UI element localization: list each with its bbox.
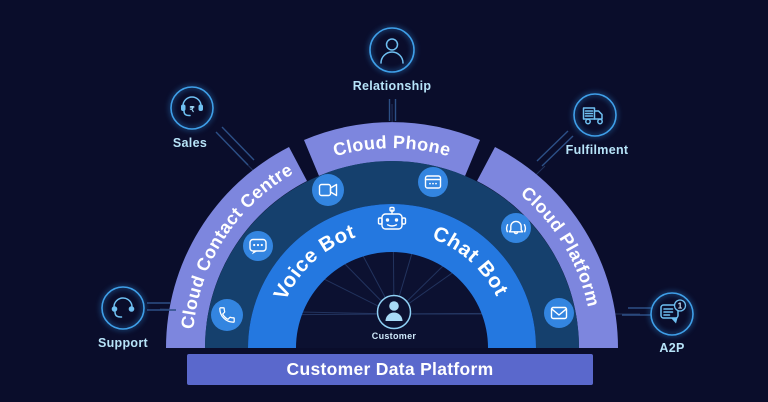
ringing-phone-icon <box>501 213 531 243</box>
support-label: Support <box>98 336 149 350</box>
notification-badge: 1 <box>678 302 683 311</box>
sales-connector <box>215 131 249 166</box>
customer-node: Customer <box>372 294 417 341</box>
satellite-a2p: 1 A2P <box>650 292 694 355</box>
browser-window-icon <box>418 167 448 197</box>
currency-symbol: ₹ <box>189 105 194 114</box>
satellite-sales: ₹ Sales <box>170 86 214 150</box>
video-camera-icon <box>312 174 344 206</box>
cloud-phone-segment <box>304 122 480 176</box>
satellite-relationship: Relationship <box>353 27 432 93</box>
relationship-label: Relationship <box>353 79 432 93</box>
fulfilment-connector <box>536 130 569 162</box>
bots-ring <box>248 204 536 348</box>
support-headset-icon <box>111 297 135 318</box>
robot-icon <box>377 206 407 230</box>
message-notification-icon: 1 <box>660 299 687 324</box>
channels-ring <box>205 161 579 348</box>
person-icon <box>385 301 403 321</box>
customer-data-platform-bar: Customer Data Platform <box>187 354 593 385</box>
delivery-truck-icon <box>582 107 603 125</box>
a2p-label: A2P <box>659 341 684 355</box>
email-icon <box>544 298 574 328</box>
phone-call-icon <box>211 299 243 331</box>
fulfilment-connector <box>541 135 574 167</box>
customer-data-platform-label: Customer Data Platform <box>287 359 494 379</box>
satellite-support: Support <box>98 286 149 350</box>
sales-connector <box>221 126 255 161</box>
chat-dots-icon <box>243 231 273 261</box>
person-icon <box>380 38 404 64</box>
customer-label: Customer <box>372 331 417 341</box>
satellite-fulfilment: Fulfilment <box>566 93 629 157</box>
fulfilment-label: Fulfilment <box>566 143 629 157</box>
cloud-contact-centre-segment <box>166 147 307 348</box>
sales-headset-icon: ₹ <box>181 96 203 117</box>
connector-lines <box>147 99 651 316</box>
cloud-platform-segment <box>477 147 618 348</box>
sales-label: Sales <box>173 136 207 150</box>
